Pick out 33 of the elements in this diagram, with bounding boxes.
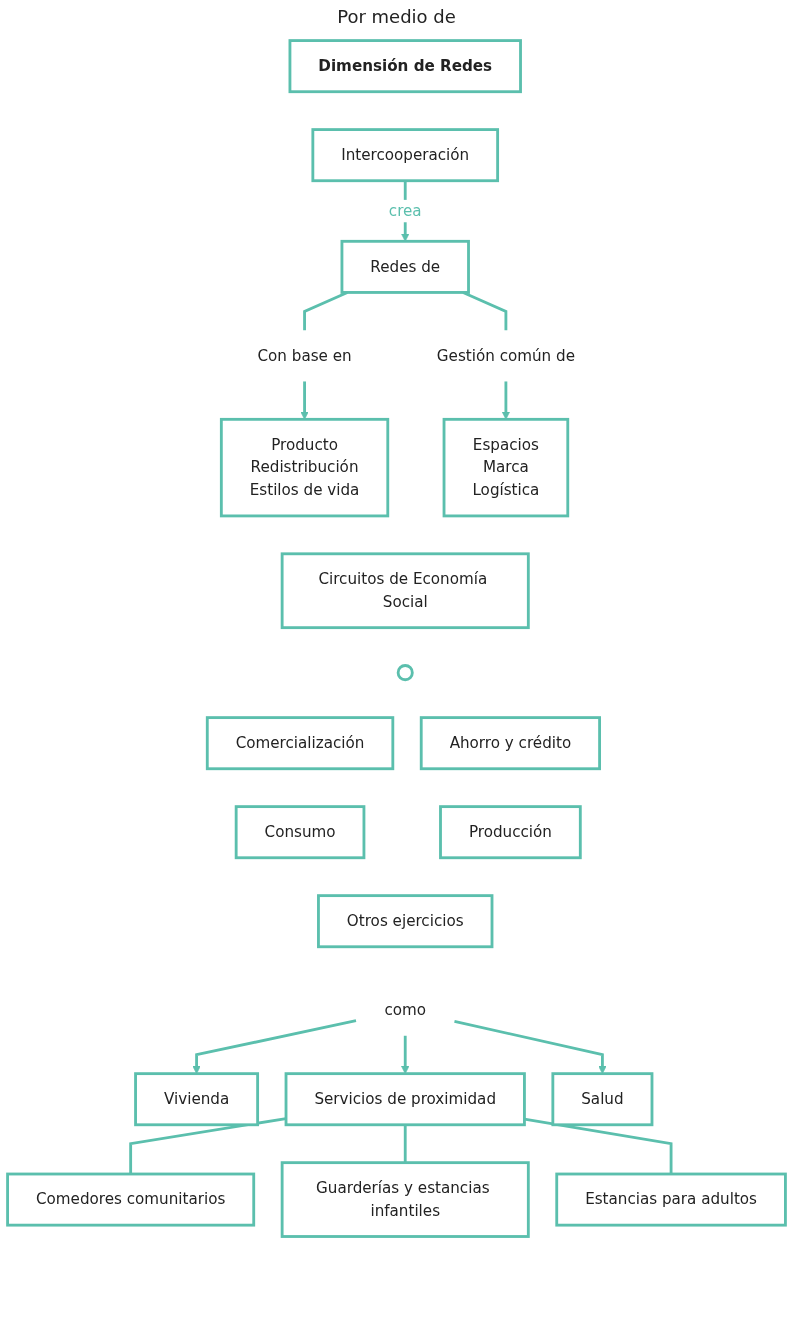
note-text: Por medio de [337,6,456,27]
node-box: Salud [551,1072,654,1127]
node-box: Producción [439,805,582,860]
edge-label: crea [388,201,422,220]
arrow [401,1035,410,1074]
node-box: Espacios Marca Logística [442,417,570,518]
connector [462,291,508,331]
node-box: Producto Redistribución Estilos de vida [219,417,390,518]
node-box: Guarderías y estancias infantiles [280,1161,530,1238]
connector [129,1117,287,1174]
arrow [192,1019,357,1074]
node-box: Consumo [234,805,366,860]
arrow [300,381,309,420]
node-text: como [384,1000,427,1019]
node-box: Otros ejercicios [317,894,494,949]
arrow [501,381,511,420]
node-box: Intercooperación [311,128,500,183]
node-box: Vivienda [134,1072,260,1127]
node-box: Ahorro y crédito [419,716,601,771]
node-box: Servicios de proximidad [284,1072,526,1127]
node-box: Dimensión de Redes [288,39,522,94]
node-box: Comercialización [205,716,395,771]
node-box: Comedores comunitarios [6,1172,256,1227]
connector [303,291,348,331]
arrow [454,1019,607,1074]
node-text: Con base en [257,346,352,365]
node-text: Gestión común de [436,346,575,365]
node-box: Redes de [340,239,470,294]
connector [403,1124,407,1163]
node-box: Circuitos de Economía Social [280,552,530,630]
node-circle [396,664,414,682]
connector [524,1117,673,1174]
node-box: Estancias para adultos [555,1172,787,1227]
